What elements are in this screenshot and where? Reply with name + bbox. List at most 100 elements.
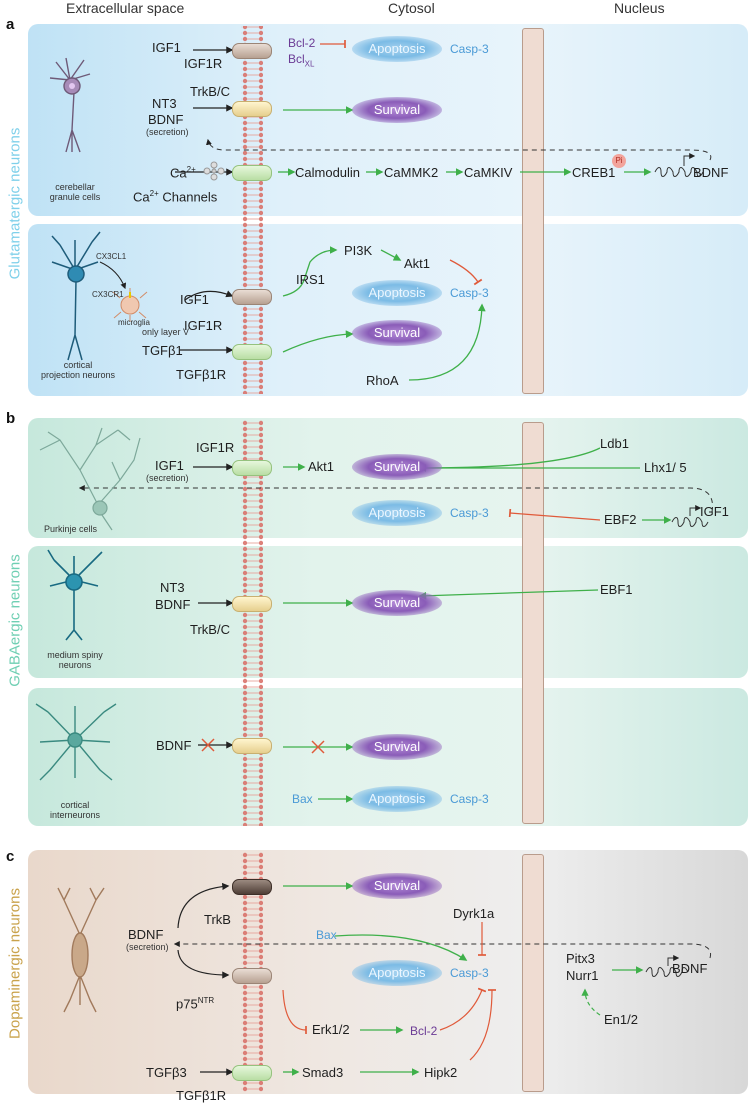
side-label-gabaergic: GABAergic neurons (6, 554, 24, 687)
label-akt1-b1: Akt1 (308, 459, 335, 474)
label-tgfb1r-a2: TGFβ1R (176, 367, 227, 382)
apoptosis-blob-a1: Apoptosis (352, 36, 442, 62)
panel-label-c: c (6, 848, 15, 865)
receptor-tgfb1r-a2 (232, 344, 272, 360)
label-igf1-a2: IGF1 (180, 292, 209, 307)
label-bdnf-gene-c: BDNF (672, 961, 708, 976)
label-tgfb3: TGFβ3 (146, 1065, 187, 1080)
label-casp3-c: Casp-3 (450, 966, 489, 980)
label-bax-b3: Bax (292, 792, 313, 806)
label-rhoa: RhoA (366, 373, 399, 388)
receptor-trkbc-a1 (232, 101, 272, 117)
label-trkb-c: TrkB (204, 912, 231, 927)
label-secretion-a1: (secretion) (146, 127, 189, 137)
label-bcl2-c: Bcl-2 (410, 1024, 438, 1038)
label-ebf2: EBF2 (604, 512, 637, 527)
label-creb1: CREB1 (572, 165, 616, 180)
receptor-b3 (232, 738, 272, 754)
apoptosis-blob-a2: Apoptosis (352, 280, 442, 306)
label-igf1r-a1: IGF1R (184, 56, 223, 71)
label-ldb1: Ldb1 (600, 436, 629, 451)
receptor-igf1r-a1 (232, 43, 272, 59)
label-cx3cl1: CX3CL1 (96, 252, 127, 261)
label-nt3-b2: NT3 (160, 580, 185, 595)
nuclear-membrane-c (522, 854, 544, 1092)
header-nucleus: Nucleus (614, 0, 665, 16)
cell-label-cortical-projection: cortical projection neurons (40, 360, 116, 380)
label-igf1-gene-b1: IGF1 (700, 504, 729, 519)
label-bdnf-gene-a1: BDNF (693, 165, 729, 180)
receptor-igf1r-b1 (232, 460, 272, 476)
receptor-p75-c (232, 968, 272, 984)
label-calmodulin: Calmodulin (295, 165, 361, 180)
label-casp3-b3: Casp-3 (450, 792, 489, 806)
panel-label-b: b (6, 410, 16, 427)
label-secretion-b1: (secretion) (146, 473, 189, 483)
label-igf1r-b1: IGF1R (196, 440, 235, 455)
label-nurr1: Nurr1 (566, 968, 599, 983)
label-bax-c: Bax (316, 928, 337, 942)
label-en: En1/2 (604, 1012, 638, 1027)
label-camkk2: CaMMK2 (384, 165, 439, 180)
cell-label-purkinje: Purkinje cells (44, 524, 98, 534)
label-lhx: Lhx1/ 5 (644, 460, 687, 475)
label-igf1-a1: IGF1 (152, 40, 181, 55)
label-igf1-b1: IGF1 (155, 458, 184, 473)
label-secretion-c: (secretion) (126, 942, 169, 952)
cell-label-cortical-interneurons: cortical interneurons (49, 800, 101, 820)
phosphate-badge: Pi (612, 154, 626, 168)
label-microglia: microglia (118, 318, 151, 327)
survival-blob-a1: Survival (352, 97, 442, 123)
label-only-layer: only layer V (142, 327, 190, 337)
label-ca-a1: Ca2+ (170, 165, 196, 181)
label-casp3-b1: Casp-3 (450, 506, 489, 520)
label-bdnf-a1: BDNF (148, 112, 184, 127)
label-casp3-a1: Casp-3 (450, 42, 489, 56)
label-smad3: Smad3 (302, 1065, 344, 1080)
label-bclxl-a1: BclXL (288, 52, 315, 69)
receptor-trkbc-b2 (232, 596, 272, 612)
label-p75-c: p75NTR (176, 996, 215, 1012)
label-akt1-a2: Akt1 (404, 256, 431, 271)
side-label-glutamatergic: Glutamatergic neurons (6, 127, 24, 280)
label-casp3-a2: Casp-3 (450, 286, 489, 300)
label-bdnf-b2: BDNF (155, 597, 191, 612)
label-camkiv: CaMKIV (464, 165, 513, 180)
label-erk: Erk1/2 (312, 1022, 350, 1037)
label-hipk2: Hipk2 (424, 1065, 458, 1080)
label-irs1: IRS1 (296, 272, 325, 287)
label-pi3k: PI3K (344, 243, 373, 258)
header-extracellular: Extracellular space (66, 0, 185, 16)
label-cx3cr1: CX3CR1 (92, 290, 124, 299)
nuclear-membrane-a (522, 28, 544, 394)
header-cytosol: Cytosol (388, 0, 435, 16)
survival-blob-b1: Survival (352, 454, 442, 480)
panel-a2 (28, 224, 748, 396)
survival-blob-a2: Survival (352, 320, 442, 346)
label-nt3-a1: NT3 (152, 96, 177, 111)
label-bdnf-b3: BDNF (156, 738, 192, 753)
label-bcl2-a1: Bcl-2 (288, 36, 316, 50)
apoptosis-blob-b1: Apoptosis (352, 500, 442, 526)
label-ebf1: EBF1 (600, 582, 633, 597)
label-ca-channels-a1: Ca2+ Channels (133, 189, 218, 205)
receptor-trkb-c (232, 879, 272, 895)
label-trkbc-b2: TrkB/C (190, 622, 230, 637)
receptor-igf1r-a2 (232, 289, 272, 305)
cell-label-cerebellar: cerebellar granule cells (49, 182, 101, 202)
receptor-ca-channel-a1 (232, 165, 272, 181)
survival-blob-b2: Survival (352, 590, 442, 616)
cell-label-medium-spiny: medium spiny neurons (47, 650, 103, 670)
receptor-tgfb1r-c (232, 1065, 272, 1081)
label-bdnf-c: BDNF (128, 927, 164, 942)
label-tgfb1r-c: TGFβ1R (176, 1088, 227, 1103)
nuclear-membrane-b (522, 422, 544, 824)
apoptosis-blob-c: Apoptosis (352, 960, 442, 986)
label-tgfb1-a2: TGFβ1 (142, 343, 183, 358)
label-dyrk1a: Dyrk1a (453, 906, 495, 921)
panel-label-a: a (6, 16, 15, 33)
apoptosis-blob-b3: Apoptosis (352, 786, 442, 812)
survival-blob-c: Survival (352, 873, 442, 899)
survival-blob-b3: Survival (352, 734, 442, 760)
label-pitx3: Pitx3 (566, 951, 595, 966)
